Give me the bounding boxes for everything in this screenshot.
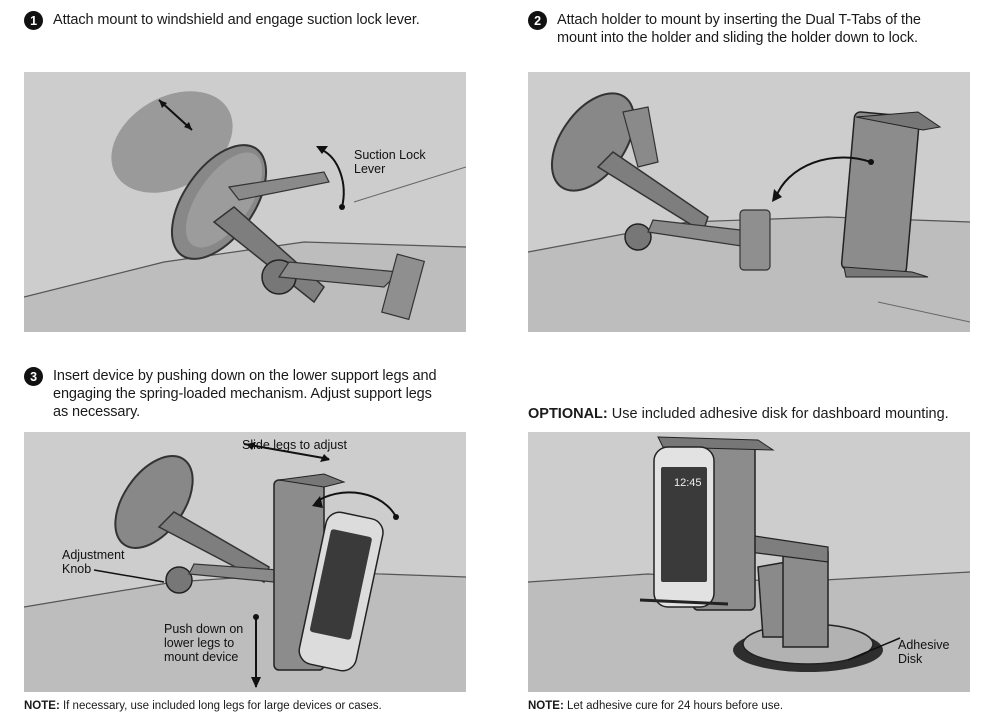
- phone-screen-time: 12:45: [674, 477, 702, 489]
- optional-heading: OPTIONAL: Use included adhesive disk for…: [528, 405, 949, 423]
- note-2-label: NOTE:: [528, 700, 564, 712]
- illustration-panel-3: Slide legs to adjust Adjustment Knob Pus…: [24, 432, 466, 692]
- push-down-label: Push down on lower legs to mount device: [164, 622, 244, 664]
- illustration-panel-4: 12:45 Adhesive Disk: [528, 432, 970, 692]
- step-1-number-badge: 1: [24, 11, 43, 30]
- slide-legs-label: Slide legs to adjust: [242, 438, 347, 452]
- holder-attach-illustration: [528, 92, 970, 332]
- step-2-heading: 2 Attach holder to mount by inserting th…: [528, 11, 921, 47]
- insert-device-illustration: [24, 442, 466, 692]
- step-2-text: Attach holder to mount by inserting the …: [557, 12, 921, 46]
- step-3-heading: 3 Insert device by pushing down on the l…: [24, 367, 437, 421]
- adhesive-disk-label: Adhesive Disk: [898, 638, 950, 666]
- step-1-heading: 1 Attach mount to windshield and engage …: [24, 11, 420, 30]
- step-3-text: Insert device by pushing down on the low…: [53, 368, 437, 420]
- step-2-number-badge: 2: [528, 11, 547, 30]
- mount-suction-illustration: [24, 91, 466, 332]
- optional-label: OPTIONAL:: [528, 406, 608, 422]
- adhesive-disk-illustration: [528, 436, 970, 692]
- note-long-legs: NOTE: If necessary, use included long le…: [24, 699, 382, 713]
- step-1-text: Attach mount to windshield and engage su…: [53, 12, 420, 28]
- illustration-panel-1: Suction Lock Lever: [24, 72, 466, 332]
- step-3-number-badge: 3: [24, 367, 43, 386]
- note-1-text: If necessary, use included long legs for…: [59, 700, 382, 712]
- note-1-label: NOTE:: [24, 700, 60, 712]
- note-2-text: Let adhesive cure for 24 hours before us…: [563, 700, 784, 712]
- optional-text: Use included adhesive disk for dashboard…: [607, 406, 949, 422]
- note-adhesive-cure: NOTE: Let adhesive cure for 24 hours bef…: [528, 699, 783, 713]
- adjustment-knob-label: Adjustment Knob: [62, 548, 125, 576]
- suction-lock-lever-label: Suction Lock Lever: [354, 148, 426, 176]
- illustration-panel-2: [528, 72, 970, 332]
